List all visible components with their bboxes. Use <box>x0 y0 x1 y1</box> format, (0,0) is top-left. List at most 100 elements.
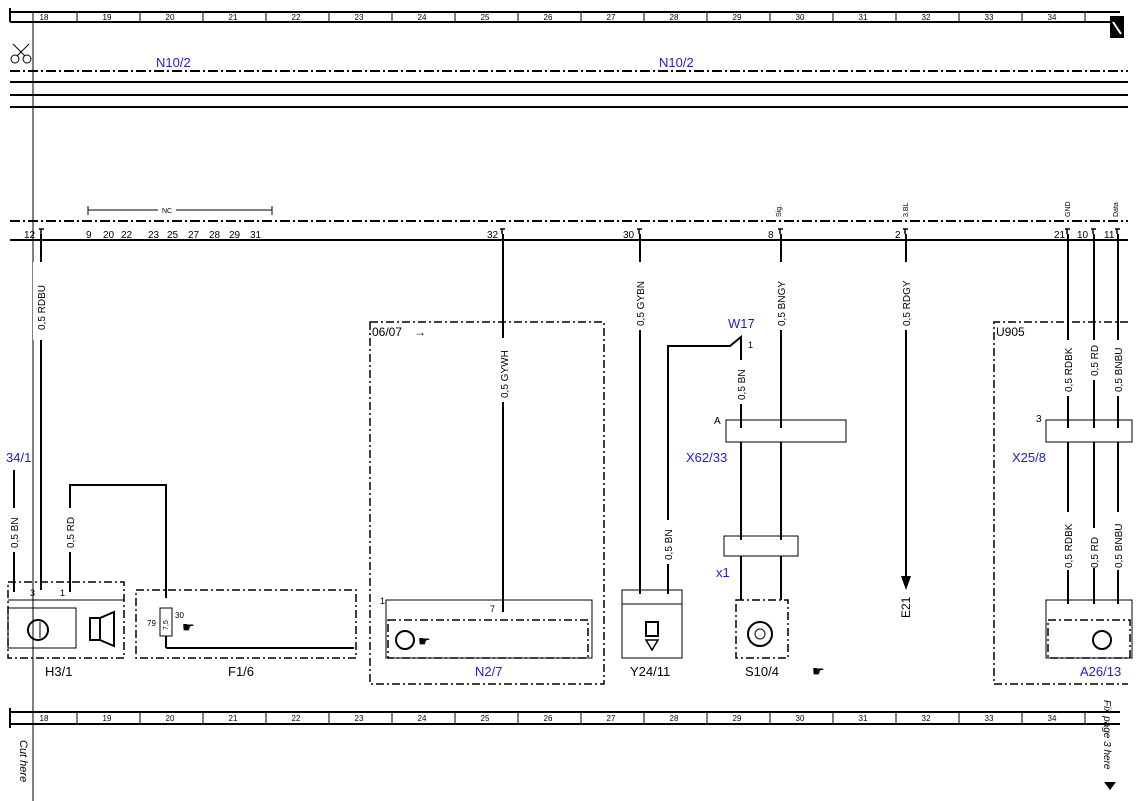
wire-label: 0,5 RD <box>1090 537 1101 568</box>
pin-label: 28 <box>209 230 221 241</box>
wire-gybn: 0,5 GYBN <box>632 234 648 594</box>
grid-number: 32 <box>922 13 931 22</box>
pin-label: 1 <box>60 588 65 598</box>
gnd-label: GND <box>1065 201 1072 217</box>
wire-label: 0,5 RDBU <box>37 285 48 330</box>
grid-number: 24 <box>418 13 427 22</box>
n2-7-component: 06/07 → 1 7 ☛ N2/7 <box>369 321 605 685</box>
wire-label: 0,5 BNBU <box>1114 524 1125 568</box>
f1-6-component: 79 30 7,5 ☛ F1/6 <box>135 589 357 679</box>
wire-label: 0,5 RDGY <box>902 280 913 326</box>
grid-number: 23 <box>355 714 364 723</box>
grid-number: 18 <box>40 714 49 723</box>
pin-label: 3 <box>1036 414 1042 425</box>
bus-label-right: N10/2 <box>659 55 694 70</box>
grid-number: 19 <box>103 714 112 723</box>
pin-terminals <box>39 228 1120 234</box>
pin-label: 21 <box>1054 230 1066 241</box>
grid-number: 20 <box>166 714 175 723</box>
component-label: A26/13 <box>1080 664 1121 679</box>
wire-bn-left: 0,5 BN <box>6 470 22 592</box>
wire-bnbu: 0,5 BNBU <box>1110 234 1126 428</box>
pin-label: 31 <box>250 230 262 241</box>
pin-label: A <box>714 416 721 427</box>
wire-rdbk: 0,5 RDBK <box>1060 234 1076 428</box>
pin-label: 1 <box>380 596 385 606</box>
component-label: W17 <box>728 316 755 331</box>
bl-label: 3.BL <box>903 202 910 217</box>
fuse-pin: 79 <box>147 619 156 628</box>
pin-label: 25 <box>167 230 179 241</box>
wire-rdgy: 0,5 RDGY <box>898 234 914 590</box>
wire-label: 0,5 RDBK <box>1064 347 1075 392</box>
grid-number: 29 <box>733 13 742 22</box>
component-label: N2/7 <box>475 664 502 679</box>
pin-label: 9 <box>86 230 92 241</box>
grid-number: 30 <box>796 714 805 723</box>
wire-rd: 0,5 RD <box>1086 234 1102 428</box>
nc-bracket: NC <box>87 206 273 215</box>
h3-1-component: 3 1 H3/1 <box>7 581 125 679</box>
pin-function-labels: Sig. 3.BL GND Data <box>776 201 1120 217</box>
pin-label: 11 <box>1104 230 1115 241</box>
pin-label: 23 <box>148 230 160 241</box>
wire-label: 0,5 BNGY <box>777 281 788 326</box>
y24-11-component: Y24/11 <box>621 589 683 679</box>
pin-label: 30 <box>623 230 635 241</box>
component-label: F1/6 <box>228 664 254 679</box>
pin-label: 32 <box>487 230 499 241</box>
x62-33-connector: 0,5 BN A X62/33 <box>686 343 847 540</box>
arrow-down-icon <box>1104 782 1116 790</box>
cut-here-label: Cut here <box>17 740 29 782</box>
bus-label-left: N10/2 <box>156 55 191 70</box>
component-label: X62/33 <box>686 450 727 465</box>
u905-component: U905 3 X25/8 0,5 RDBK 0,5 RD 0,5 BNBU A2… <box>993 321 1133 685</box>
pin-label: 22 <box>121 230 133 241</box>
pin-label: 8 <box>768 230 774 241</box>
grid-number: 27 <box>607 714 616 723</box>
wire-rd-loop: 0,5 RD <box>62 484 167 598</box>
component-label: 06/07 <box>372 325 402 339</box>
grid-number: 22 <box>292 714 301 723</box>
grid-number: 18 <box>40 13 49 22</box>
grid-number: 21 <box>229 714 238 723</box>
grid-number: 25 <box>481 714 490 723</box>
wire-label: 0,5 GYBN <box>636 281 647 326</box>
pin-label: 10 <box>1077 230 1089 241</box>
pin-label: 1 <box>748 340 753 350</box>
wire-label: 0,5 RDBK <box>1064 523 1075 568</box>
grid-number: 22 <box>292 13 301 22</box>
pin-label: 20 <box>103 230 115 241</box>
page-corner-icon <box>1110 16 1124 38</box>
pin-label: 2 <box>895 230 901 241</box>
nc-label: NC <box>162 208 172 215</box>
scissors-icon <box>10 43 32 64</box>
grid-number: 28 <box>670 13 679 22</box>
grid-number: 23 <box>355 13 364 22</box>
wire-label: 0,5 GYWH <box>500 350 511 398</box>
component-label: E21 <box>899 596 913 618</box>
wire-bngy: 0,5 BNGY <box>773 234 789 428</box>
fuse-value: 7,5 <box>163 620 170 630</box>
data-label: Data <box>1113 202 1120 217</box>
grid-number: 27 <box>607 13 616 22</box>
component-label: S10/4 <box>745 664 779 679</box>
grid-number: 21 <box>229 13 238 22</box>
wire-label: 0,5 BN <box>10 517 21 548</box>
grid-number: 32 <box>922 714 931 723</box>
pin-label: 12 <box>24 230 36 241</box>
pin-label: 7 <box>490 604 495 614</box>
component-label: U905 <box>996 325 1025 339</box>
wire-bn-w17: 0,5 BN W17 1 <box>660 316 755 594</box>
grid-number: 26 <box>544 714 553 723</box>
grid-number: 26 <box>544 13 553 22</box>
wire-label: 0,5 BNBU <box>1114 348 1125 392</box>
hand-pointer-icon: ☛ <box>812 663 825 679</box>
wire-gywh: 0,5 GYWH <box>495 234 511 612</box>
hand-pointer-icon: ☛ <box>418 633 431 649</box>
component-label: H3/1 <box>45 664 72 679</box>
wire-label: 0,5 BN <box>737 369 748 400</box>
component-label: X25/8 <box>1012 450 1046 465</box>
